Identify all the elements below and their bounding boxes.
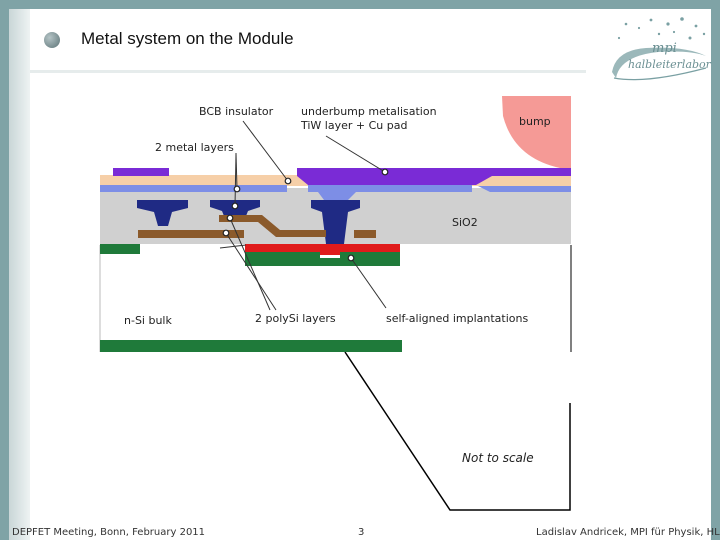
mpi-hll-logo: mpi halbleiterlabor [612, 17, 712, 81]
ubm-left [113, 168, 169, 176]
slide-number: 3 [358, 527, 365, 538]
implant-green [245, 252, 400, 266]
slide-frame-left [0, 0, 9, 540]
leader-lines [219, 120, 387, 311]
slide-frame-right [711, 0, 720, 540]
label-bcb: BCB insulator [199, 105, 274, 118]
label-polysi: 2 polySi layers [255, 312, 336, 325]
star-icons [617, 17, 706, 40]
polysi-2 [219, 215, 326, 237]
label-bump: bump [519, 115, 551, 128]
label-implant: self-aligned implantations [386, 312, 528, 325]
logo-line1: mpi [652, 41, 677, 56]
footer-left: DEPFET Meeting, Bonn, February 2011 [12, 527, 206, 538]
zoom-outline [344, 351, 571, 511]
slide-left-shade [9, 9, 30, 540]
label-scale: Not to scale [462, 451, 534, 465]
label-metal: 2 metal layers [155, 141, 234, 154]
title-rule [30, 70, 586, 73]
slide-frame-top [0, 0, 720, 9]
backside-implant [100, 340, 402, 352]
leader-dots [222, 168, 389, 262]
metal1-plug-1 [137, 200, 188, 226]
label-ubm-2: TiW layer + Cu pad [300, 119, 407, 132]
label-sio2: SiO2 [452, 216, 478, 229]
title-bullet-icon [44, 32, 60, 48]
metal2-right [478, 186, 571, 192]
label-nsi: n-Si bulk [124, 314, 172, 327]
bump [502, 96, 571, 168]
polysi-3 [354, 230, 376, 238]
metal1-plug-3 [311, 200, 360, 244]
metal2-left [100, 185, 287, 192]
implant-left-edge [100, 244, 140, 254]
polysi-1 [138, 230, 244, 238]
label-ubm-1: underbump metalisation [301, 105, 437, 118]
metal2-under-ubm [308, 184, 472, 200]
ubm-pad [297, 168, 571, 185]
footer-right: Ladislav Andricek, MPI für Physik, HLL [536, 527, 720, 538]
logo-line2: halbleiterlabor [628, 58, 712, 71]
implant-red-notch [320, 244, 344, 251]
slide-title: Metal system on the Module [81, 29, 294, 48]
